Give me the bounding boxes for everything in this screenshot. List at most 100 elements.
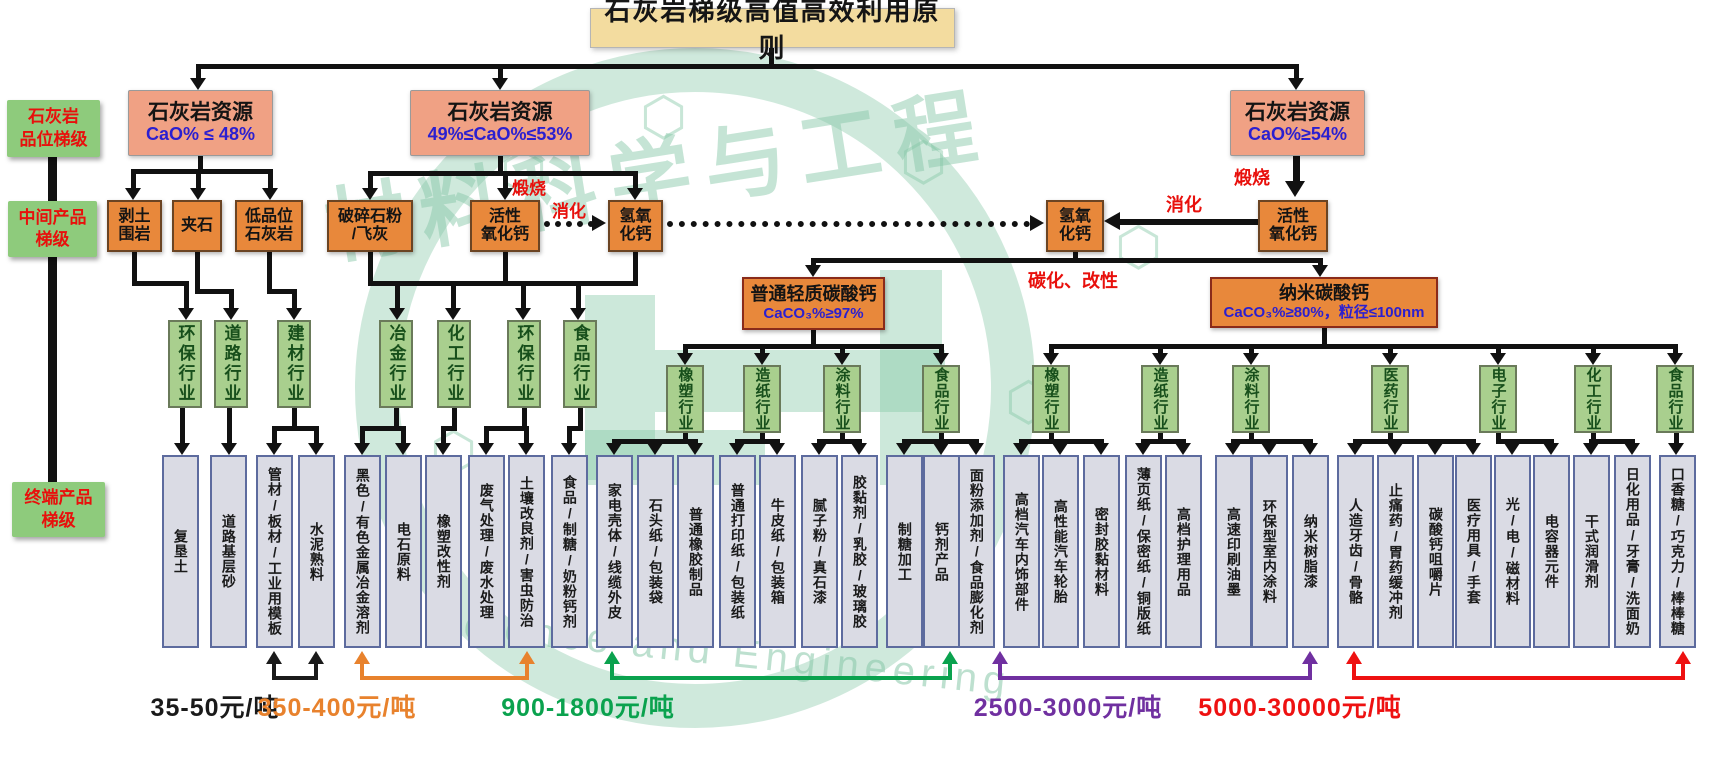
connector-line [483, 425, 529, 431]
arrowhead-down-icon [477, 443, 494, 455]
connector-line [816, 441, 822, 444]
connector-line [400, 428, 406, 444]
connector-line [195, 63, 1299, 69]
connector-line [816, 438, 862, 444]
industry-box: 环保行业 [168, 320, 202, 408]
intermediate-box: 低品位 石灰岩 [235, 200, 303, 252]
product-box: 干式润滑剂 [1573, 455, 1610, 648]
connector-line [266, 288, 297, 294]
connector-line [1157, 346, 1163, 354]
product-box: 人造牙齿/骨骼 [1337, 455, 1374, 648]
connector-line [1470, 441, 1476, 444]
price-label: 35-50元/吨 [150, 694, 280, 722]
arrowhead-up-icon [941, 651, 958, 664]
connector-line [1352, 441, 1358, 444]
industry-box: 化工行业 [437, 320, 471, 408]
connector-line [1495, 433, 1501, 441]
connector-line [497, 66, 503, 79]
product-box: 高档汽车内饰部件 [1003, 455, 1040, 648]
connector-line [734, 441, 740, 444]
arrowhead-up-icon [353, 651, 370, 664]
connector-line [1293, 66, 1299, 79]
arrowhead-down-icon [1301, 443, 1318, 455]
arrowhead-down-icon [1311, 265, 1328, 277]
product-box: 腻子粉/真石漆 [801, 455, 838, 648]
arrowhead-down-icon [932, 443, 949, 455]
arrowhead-down-icon [1584, 353, 1601, 365]
connector-line [1180, 441, 1186, 444]
connector-line [394, 283, 400, 309]
industry-box: 冶金行业 [379, 320, 413, 408]
arrowhead-up-icon [307, 651, 324, 664]
connector-line [1048, 433, 1054, 441]
stage-label-end-product-tier: 终端产品 梯级 [12, 482, 105, 537]
arrowhead-down-icon [177, 308, 194, 320]
connector-line [1048, 346, 1054, 354]
connector-line [266, 252, 272, 291]
arrowhead-down-icon [560, 443, 577, 455]
arrowhead-down-icon [1464, 443, 1481, 455]
process-label-calcination: 煅烧 [512, 179, 546, 198]
watermark-hexagon-icon: ⬡ [900, 132, 948, 192]
resource-name: 石灰岩资源 [1245, 100, 1350, 124]
connector-line [523, 428, 529, 444]
resource-grade: 49%≤CaO%≤53% [427, 123, 573, 144]
connector-line [632, 252, 638, 283]
stage-label-grade-tier: 石灰岩 品位梯级 [7, 100, 100, 157]
product-box: 黑色/有色金属冶金溶剂 [344, 455, 381, 648]
arrowhead-up-icon [603, 651, 620, 664]
arrowhead-down-icon [1224, 443, 1241, 455]
arrowhead-down-icon [728, 443, 745, 455]
connector-line [692, 441, 698, 444]
arrowhead-down-icon [514, 308, 531, 320]
arrowhead-up-icon [518, 651, 535, 664]
connector-line [1230, 441, 1236, 444]
connector-line [759, 433, 765, 441]
industry-box: 医药行业 [1371, 365, 1409, 433]
price-label: 350-400元/吨 [257, 694, 417, 722]
industry-box: 造纸行业 [743, 365, 781, 433]
product-box: 口香糖/巧克力/棒棒糖 [1659, 455, 1696, 648]
product-box: 管材/板材/工业用模板 [256, 455, 293, 648]
connector-line [938, 433, 944, 441]
arrowhead-down-icon [517, 443, 534, 455]
connector-line [440, 428, 446, 444]
arrowhead-down-icon [189, 188, 206, 200]
connector-line [901, 441, 907, 444]
arrowhead-down-icon [189, 78, 206, 90]
connector-line [611, 441, 617, 444]
product-box: 纳米树脂漆 [1292, 455, 1329, 648]
resource-name: 石灰岩资源 [447, 100, 553, 124]
watermark-hexagon-icon: ⬡ [1115, 217, 1163, 277]
arrowhead-down-icon [810, 443, 827, 455]
connector-line [566, 425, 583, 431]
connector-line [1495, 438, 1554, 444]
connector-line [359, 425, 406, 431]
connector-line [450, 283, 456, 309]
arrowhead-down-icon [394, 443, 411, 455]
connector-line [195, 171, 201, 189]
connector-line [1588, 438, 1635, 444]
arrowhead-down-icon [833, 353, 850, 365]
product-box: 电容器元件 [1533, 455, 1570, 648]
connector-line [227, 408, 232, 443]
arrowhead-down-icon [434, 443, 451, 455]
product-box: 食品/制糖/奶粉钙剂 [551, 455, 588, 648]
product-box: 家电壳体/线缆外皮 [596, 455, 633, 648]
connector-line [1098, 441, 1104, 444]
watermark-hexagon-icon: ⬡ [640, 87, 688, 147]
connector-line [47, 157, 57, 203]
connector-line [839, 433, 845, 441]
connector-line [1352, 676, 1685, 680]
connector-line [938, 441, 944, 444]
arrowhead-down-icon [1174, 443, 1191, 455]
arrowhead-down-icon [1242, 353, 1259, 365]
arrowhead-down-icon [605, 443, 622, 455]
product-box: 光/电/磁材料 [1494, 455, 1531, 648]
product-box: 环保型室内涂料 [1251, 455, 1288, 648]
product-box: 医疗用具/手套 [1455, 455, 1492, 648]
connector-line [520, 283, 526, 309]
product-box: 高性能汽车轮胎 [1042, 455, 1079, 648]
connector-line [1673, 433, 1679, 443]
